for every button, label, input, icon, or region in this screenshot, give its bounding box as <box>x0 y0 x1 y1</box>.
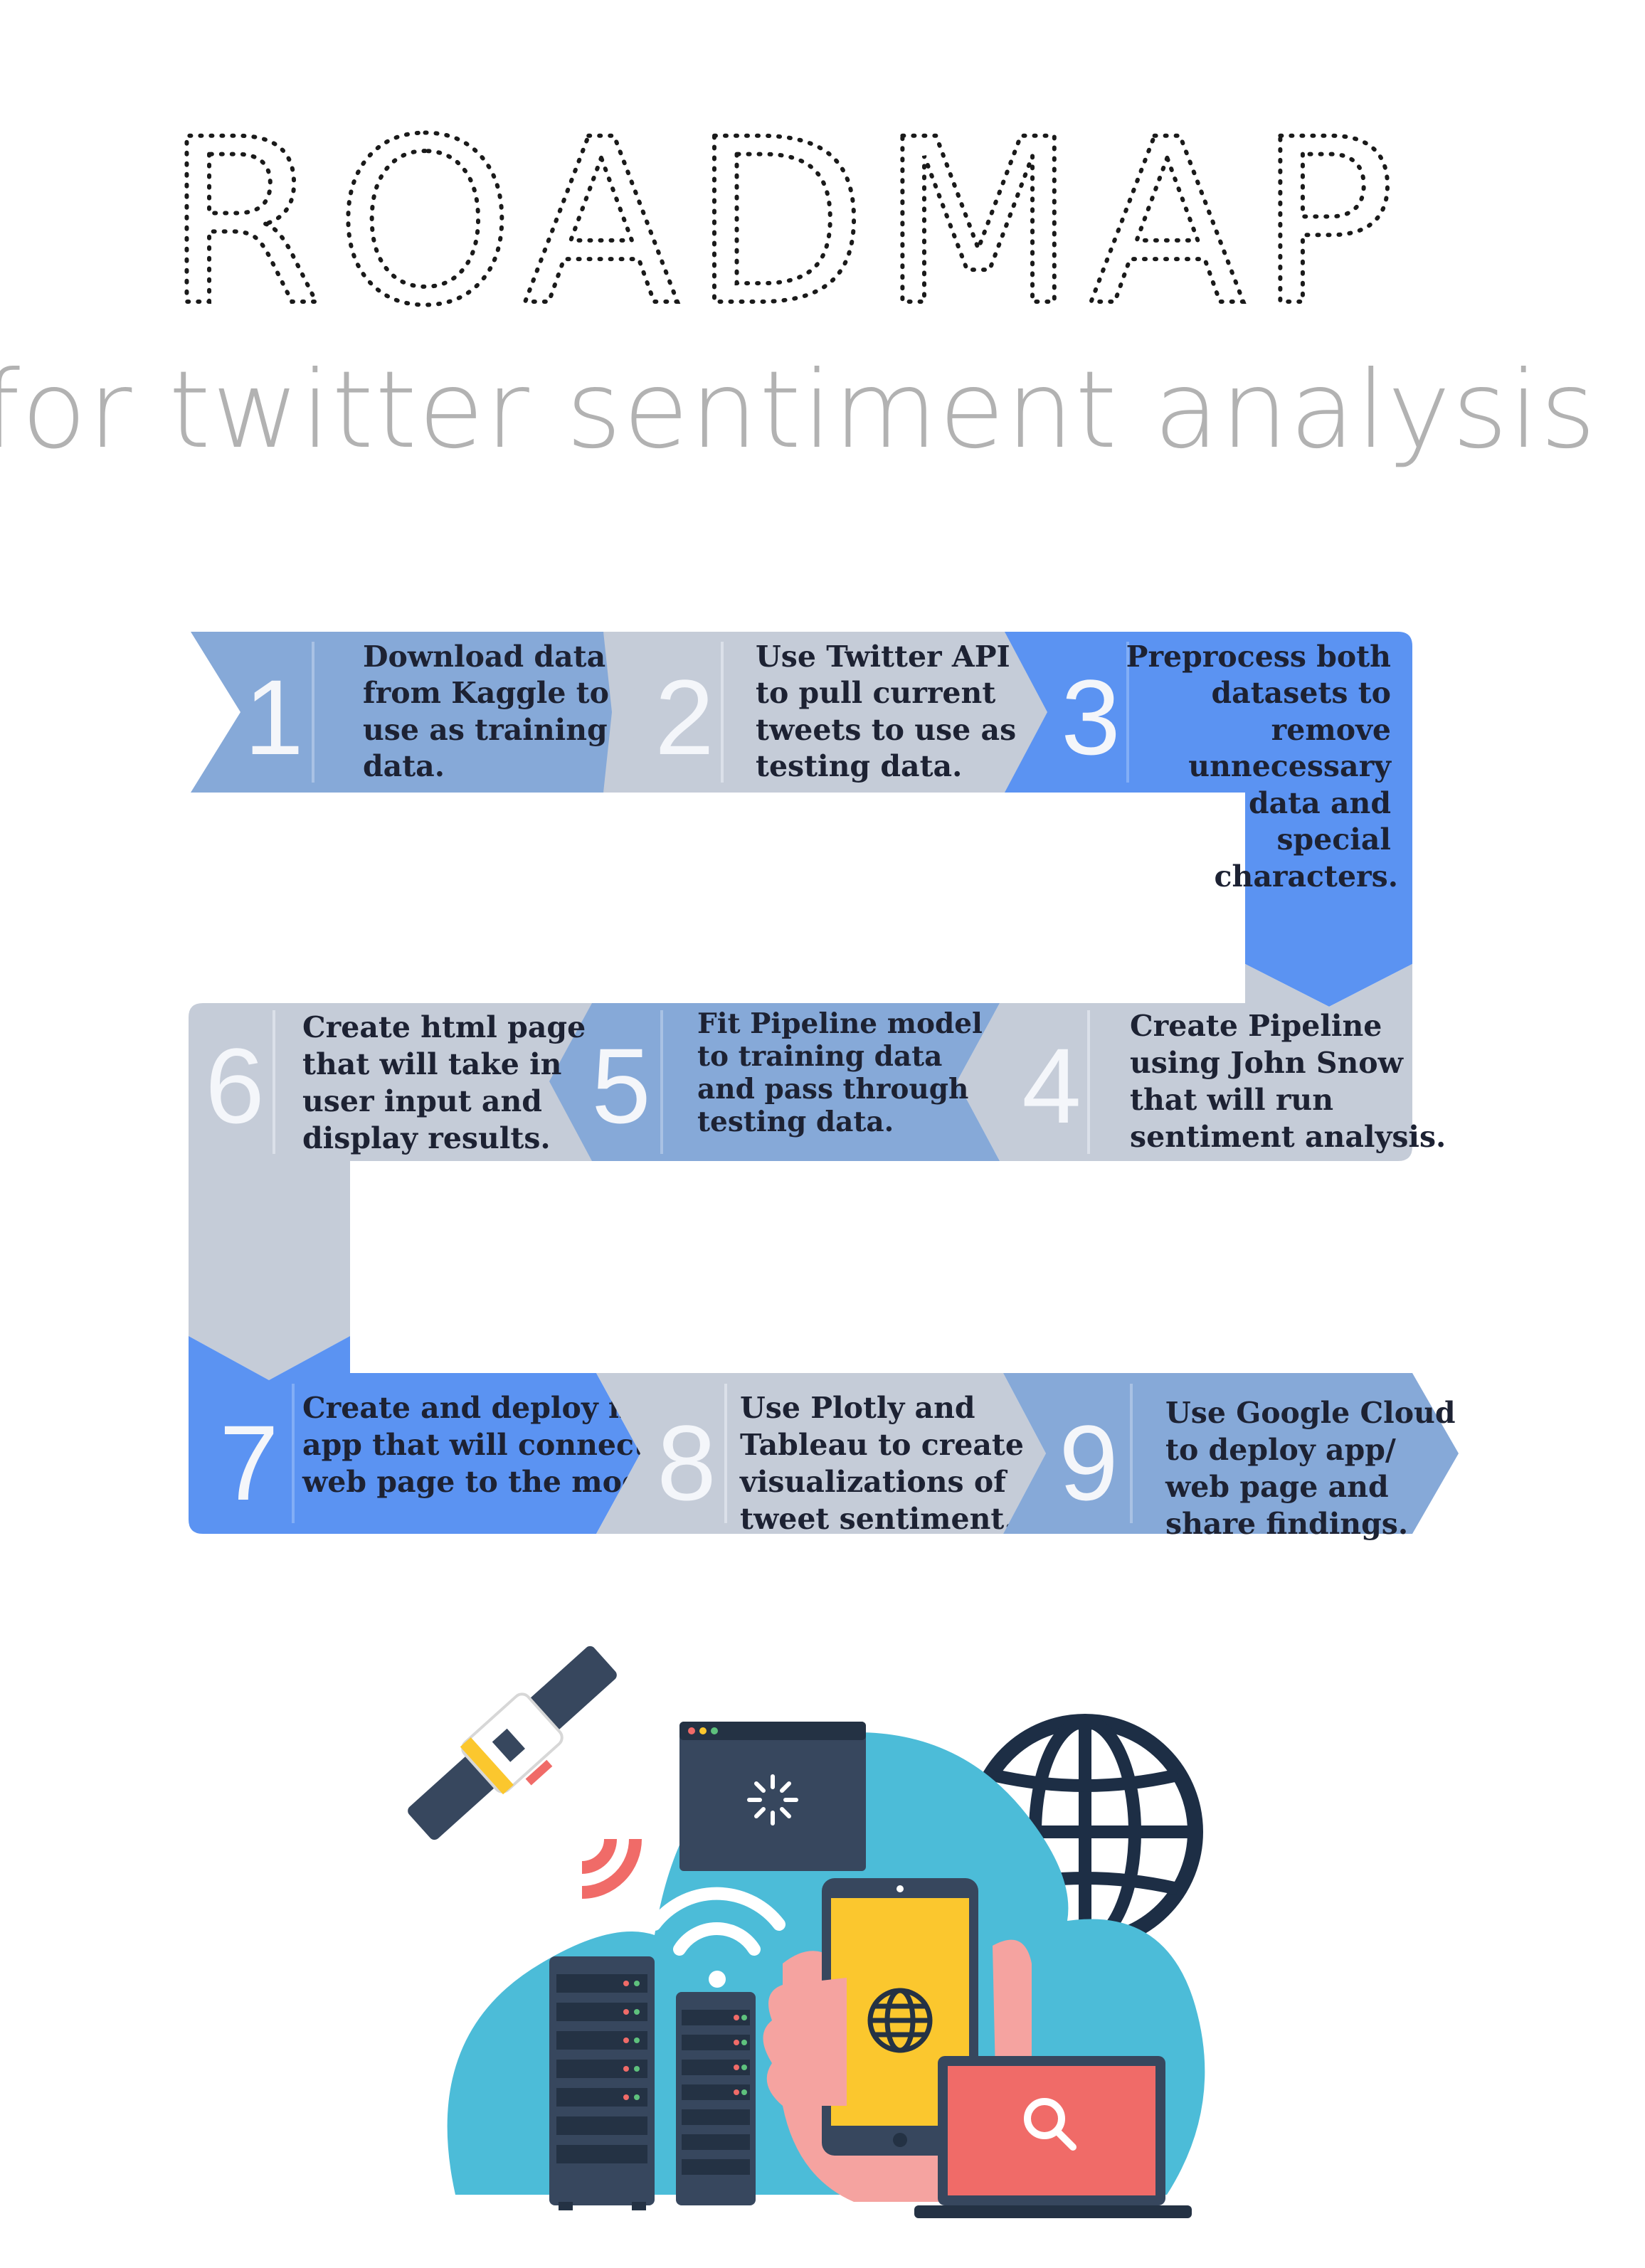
step-6-line-2: that will take in <box>302 1047 561 1081</box>
step-1-line-2: from Kaggle to <box>363 676 609 710</box>
step-6-line-1: Create html page <box>302 1010 586 1044</box>
signal-waves-icon <box>581 1838 642 1899</box>
step-8-line-3: visualizations of <box>739 1465 1007 1499</box>
page-title: ROADMAP <box>164 91 1408 356</box>
step-9-line-4: share findings. <box>1165 1507 1408 1541</box>
step-9-number: 9 <box>1059 1403 1118 1522</box>
step-5-line-3: and pass through <box>697 1073 968 1106</box>
step-5-arrow <box>544 1003 1000 1161</box>
step-9-line-1: Use Google Cloud <box>1165 1396 1456 1430</box>
step-4-number: 4 <box>1022 1026 1081 1145</box>
step-4-arrow <box>957 964 1412 1161</box>
roadmap-step-3: 3 Preprocess both datasets to remove unn… <box>1005 632 1412 1007</box>
roadmap-step-1: 1 Download dataset from Kaggle to use as… <box>191 632 654 793</box>
magnifier-icon <box>1024 2098 1077 2151</box>
step-3-line-1: Preprocess both <box>1126 640 1391 674</box>
step-4-line-3: that will run <box>1130 1083 1333 1117</box>
browser-window-icon <box>679 1722 866 1871</box>
step-6-arrow <box>189 1003 592 1380</box>
step-6-number: 6 <box>205 1026 264 1145</box>
server-rack-icon <box>549 1956 655 2210</box>
step-4-line-1: Create Pipeline <box>1130 1009 1382 1043</box>
step-3-line-3: remove <box>1271 713 1391 747</box>
step-4-line-2: using John Snow <box>1130 1046 1405 1080</box>
cloud-computing-illustration <box>408 1646 1205 2218</box>
step-8-number: 8 <box>657 1403 716 1522</box>
satellite-icon <box>408 1646 617 1840</box>
step-2-arrow <box>603 632 1053 793</box>
step-3-line-7: characters. <box>1215 859 1398 894</box>
step-8-line-2: Tableau to create <box>740 1428 1024 1462</box>
step-3-line-2: datasets to <box>1212 676 1392 710</box>
page-subtitle: for twitter sentiment analysis <box>0 349 1597 472</box>
step-5-line-1: Fit Pipeline model <box>697 1007 983 1040</box>
loading-spinner-icon <box>747 1774 798 1825</box>
step-8-arrow <box>596 1373 1046 1534</box>
step-2-line-4: testing data. <box>756 749 962 783</box>
step-3-number: 3 <box>1061 657 1120 777</box>
step-2-line-3: tweets to use as <box>756 713 1016 747</box>
roadmap-step-5: 5 Fit Pipeline model to training data an… <box>544 1003 1000 1161</box>
wifi-icon <box>648 1887 786 1988</box>
step-6-line-3: user input and <box>302 1084 542 1118</box>
step-4-line-4: sentiment analysis. <box>1130 1120 1446 1154</box>
step-2-line-2: to pull current <box>756 676 995 710</box>
step-6-line-4: display results. <box>302 1121 551 1155</box>
step-1-line-3: use as training <box>363 713 608 747</box>
step-9-line-3: web page and <box>1165 1470 1389 1504</box>
step-7-arrow <box>189 1336 640 1534</box>
step-5-line-2: to training data <box>697 1040 942 1073</box>
step-9-line-2: to deploy app/ <box>1165 1433 1396 1467</box>
roadmap-step-4: 4 Create Pipeline using John Snow that w… <box>957 964 1446 1161</box>
roadmap-step-6: 6 Create html page that will take in use… <box>189 1003 592 1380</box>
roadmap-step-9: 9 Use Google Cloud to deploy app/ web pa… <box>1003 1373 1459 1541</box>
roadmap-step-2: 2 Use Twitter API to pull current tweets… <box>603 632 1053 793</box>
step-3-arrow <box>1005 632 1412 1007</box>
server-rack-icon <box>676 1992 756 2205</box>
step-1-arrow <box>191 632 647 793</box>
step-1-number: 1 <box>244 657 303 777</box>
step-8-line-1: Use Plotly and <box>740 1391 975 1425</box>
step-5-line-4: testing data. <box>697 1106 894 1138</box>
step-3-line-6: special <box>1276 822 1391 857</box>
step-3-line-4: unnecessary <box>1188 749 1392 783</box>
step-3-line-5: data and <box>1249 786 1391 820</box>
step-2-line-1: Use Twitter API <box>756 640 1010 674</box>
step-5-number: 5 <box>591 1026 650 1145</box>
step-2-number: 2 <box>655 657 714 777</box>
step-1-line-4: data. <box>363 749 445 783</box>
step-9-arrow <box>1003 1373 1459 1534</box>
step-8-line-4: tweet sentiment. <box>740 1502 1015 1536</box>
roadmap-step-8: 8 Use Plotly and Tableau to create visua… <box>596 1373 1046 1536</box>
laptop-icon <box>914 2056 1192 2218</box>
step-7-number: 7 <box>219 1403 278 1522</box>
